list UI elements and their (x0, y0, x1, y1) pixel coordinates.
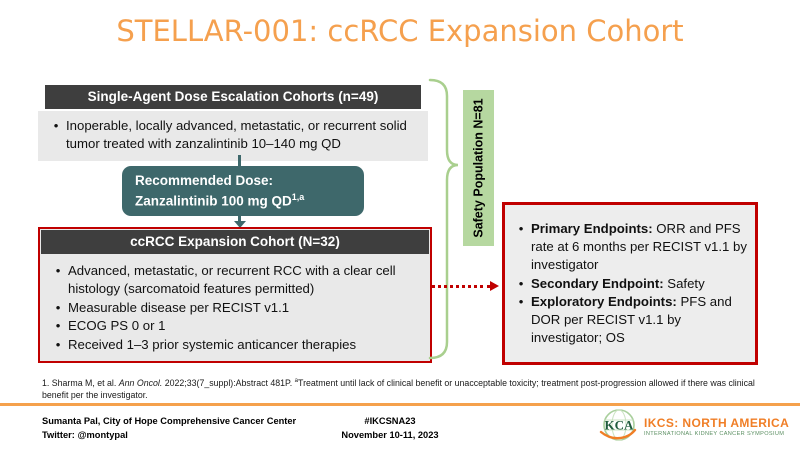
list-item: • Inoperable, locally advanced, metastat… (46, 117, 422, 154)
recommended-dose-box: Recommended Dose: Zanzalintinib 100 mg Q… (122, 166, 364, 216)
page-title: STELLAR-001: ccRCC Expansion Cohort (116, 14, 684, 48)
recommended-dose-line1: Recommended Dose: (135, 173, 274, 188)
bullet-text: Primary Endpoints: ORR and PFS rate at 6… (531, 221, 747, 273)
bullet-text: ECOG PS 0 or 1 (68, 318, 166, 334)
brace-icon (428, 78, 459, 360)
footnote-marker: a (294, 378, 299, 384)
footnote: 1. Sharma M, et al. Ann Oncol. 2022;33(7… (42, 377, 755, 400)
bullet-icon: • (518, 293, 524, 309)
connector-line-top (238, 155, 241, 167)
svg-text:KCA: KCA (605, 418, 635, 433)
kca-globe-icon: KCA (599, 409, 637, 441)
event-info: #IKCSNA23 November 10-11, 2023 (300, 415, 480, 443)
list-item: • ECOG PS 0 or 1 (48, 317, 424, 335)
bullet-icon: • (518, 221, 524, 236)
list-item: • Exploratory Endpoints: PFS and DOR per… (511, 293, 749, 348)
footnote-marker: 1,a (291, 191, 305, 202)
list-item: • Advanced, metastatic, or recurrent RCC… (48, 262, 424, 299)
list-item: • Primary Endpoints: ORR and PFS rate at… (511, 220, 749, 275)
bullet-icon: • (518, 275, 524, 291)
presenter-twitter: Twitter: @montypal (42, 429, 128, 440)
bullet-icon: • (55, 299, 61, 315)
arrow-right-icon (490, 281, 499, 291)
arrow-down-icon (233, 221, 246, 228)
connector-line-bottom (238, 214, 241, 222)
event-hashtag: #IKCSNA23 (364, 416, 416, 426)
dose-escalation-header: Single-Agent Dose Escalation Cohorts (n=… (45, 85, 421, 109)
journal-name: Ann Oncol. (118, 377, 163, 388)
bullet-text: Inoperable, locally advanced, metastatic… (66, 118, 407, 152)
bullet-icon: • (55, 318, 61, 334)
expansion-cohort-box: ccRCC Expansion Cohort (N=32) • Advanced… (38, 227, 432, 364)
dose-escalation-body: • Inoperable, locally advanced, metastat… (38, 111, 428, 161)
presenter-info: Sumanta Pal, City of Hope Comprehensive … (42, 415, 296, 443)
presenter-name: Sumanta Pal, City of Hope Comprehensive … (42, 416, 297, 426)
bullet-icon: • (53, 118, 59, 133)
safety-population-label: Safety Population N=81 (463, 90, 494, 246)
logo-text: IKCS: NORTH AMERICA INTERNATIONAL KIDNEY… (644, 416, 789, 437)
bullet-text: Exploratory Endpoints: PFS and DOR per R… (531, 293, 732, 346)
list-item: • Measurable disease per RECIST v1.1 (48, 299, 424, 317)
divider (0, 403, 800, 406)
recommended-dose-line2: Zanzalintinib 100 mg QD1,a (135, 191, 305, 209)
logo-tagline: INTERNATIONAL KIDNEY CANCER SYMPOSIUM (644, 430, 785, 437)
list-item: • Received 1–3 prior systemic anticancer… (48, 336, 424, 354)
expansion-cohort-header: ccRCC Expansion Cohort (N=32) (41, 230, 429, 254)
bullet-text: Secondary Endpoint: Safety (531, 275, 705, 291)
ikcs-logo: KCA IKCS: NORTH AMERICA INTERNATIONAL KI… (598, 407, 789, 445)
dotted-arrow-line (431, 285, 491, 288)
endpoints-box: • Primary Endpoints: ORR and PFS rate at… (502, 202, 758, 365)
event-date: November 10-11, 2023 (341, 429, 439, 440)
dose-escalation-box: Single-Agent Dose Escalation Cohorts (n=… (38, 85, 428, 161)
bullet-text: Advanced, metastatic, or recurrent RCC w… (68, 263, 396, 297)
bullet-icon: • (55, 263, 61, 278)
bullet-text: Received 1–3 prior systemic anticancer t… (68, 336, 357, 352)
list-item: • Secondary Endpoint: Safety (511, 275, 749, 293)
expansion-cohort-body: • Advanced, metastatic, or recurrent RCC… (40, 256, 430, 362)
logo-name: IKCS: NORTH AMERICA (644, 415, 790, 430)
bullet-icon: • (55, 336, 61, 352)
bullet-text: Measurable disease per RECIST v1.1 (68, 299, 290, 315)
